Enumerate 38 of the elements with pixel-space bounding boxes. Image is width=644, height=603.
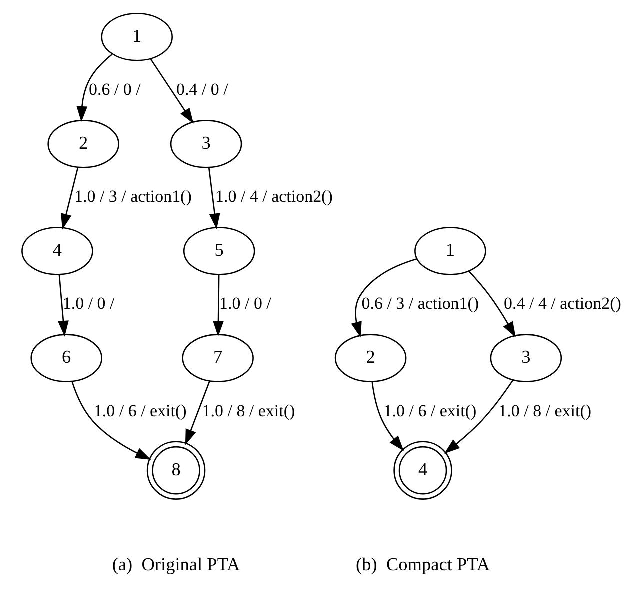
edge-label: 0.4 / 4 / action2()	[504, 294, 621, 314]
arrow	[350, 258, 417, 338]
node-ellipse: 3	[170, 120, 242, 168]
edge-label: 0.6 / 0 /	[88, 80, 140, 100]
arrow	[184, 381, 210, 446]
node-ellipse: 7	[182, 334, 254, 382]
edge-label: 1.0 / 6 / exit()	[383, 401, 476, 420]
arrow	[208, 168, 220, 230]
label: (b) Compact PTA	[356, 554, 490, 575]
node-ellipse: 1	[414, 227, 486, 276]
node-circle: 8	[146, 441, 206, 500]
label: (a) Original PTA	[112, 554, 240, 575]
node-ellipse: 2	[334, 334, 406, 382]
arrow	[76, 54, 112, 122]
edge-label: 1.0 / 8 / exit()	[202, 401, 295, 420]
edge-label: 1.0 / 4 / action2()	[215, 187, 332, 206]
arrow	[71, 382, 151, 460]
edge-label: 1.0 / 0 /	[219, 294, 271, 314]
node-ellipse: 4	[21, 227, 93, 276]
edge-label: 0.4 / 0 /	[176, 80, 228, 100]
edge-label: 0.6 / 3 / action1()	[361, 294, 479, 314]
edge-label: 1.0 / 8 / exit()	[498, 401, 592, 420]
arrow	[58, 275, 68, 337]
node-ellipse: 2	[47, 120, 119, 168]
node-ellipse: 3	[490, 334, 562, 382]
node-ellipse: 6	[30, 334, 102, 382]
node-ellipse: 5	[182, 227, 255, 276]
arrow	[468, 271, 516, 338]
arrow	[212, 275, 224, 337]
node-ellipse: 1	[100, 12, 173, 62]
node-circle: 4	[393, 441, 452, 500]
edge-label: 1.0 / 6 / exit()	[93, 401, 186, 420]
edge-label: 1.0 / 3 / action1()	[74, 187, 192, 206]
arrow	[150, 58, 194, 124]
arrow	[371, 382, 404, 452]
arrow	[444, 380, 514, 454]
edge-label: 1.0 / 0 /	[62, 294, 114, 314]
arrow	[60, 167, 78, 230]
